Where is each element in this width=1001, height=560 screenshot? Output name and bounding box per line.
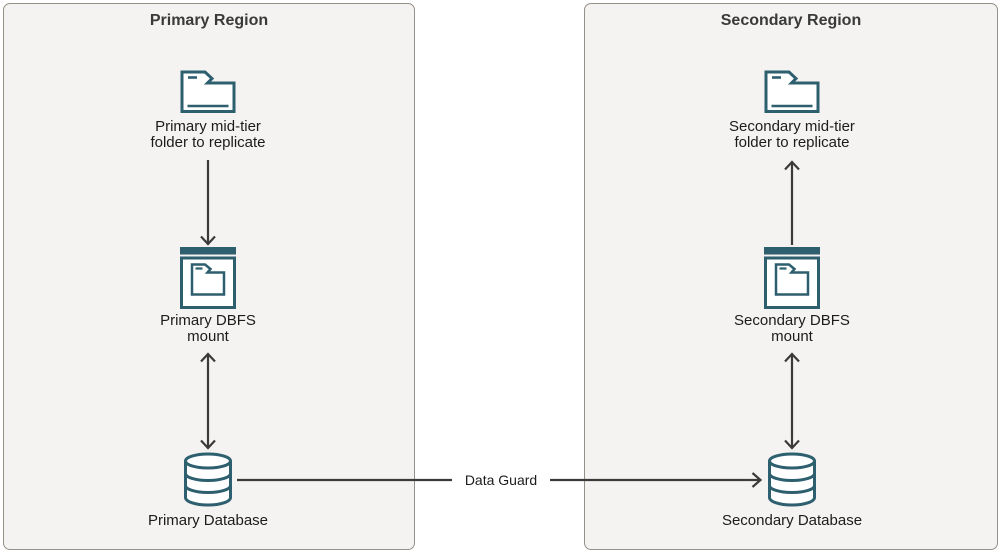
folder-icon — [764, 69, 820, 114]
database-label: Secondary Database — [721, 512, 863, 529]
database-label: Primary Database — [147, 512, 269, 529]
dbfs-window-icon — [180, 247, 236, 309]
dbfs-label-line1: Primary DBFS — [160, 312, 256, 329]
dbfs-label-line2: mount — [771, 328, 813, 345]
folder-label-line1: Secondary mid-tier — [729, 118, 855, 135]
folder-label-line1: Primary mid-tier — [155, 118, 261, 135]
dbfs-label-primary: Primary DBFS mount — [98, 313, 318, 345]
folder-label-primary: Primary mid-tier folder to replicate — [98, 119, 318, 151]
dbfs-label-secondary: Secondary DBFS mount — [682, 313, 902, 345]
folder-label-line2: folder to replicate — [734, 134, 850, 151]
region-title-primary: Primary Region — [149, 12, 269, 29]
database-label-primary: Primary Database — [98, 513, 318, 529]
dbfs-label-line2: mount — [187, 328, 229, 345]
data-guard-label: Data Guard — [464, 472, 538, 488]
database-label-secondary: Secondary Database — [682, 513, 902, 529]
region-title-secondary: Secondary Region — [720, 12, 862, 29]
folder-label-line2: folder to replicate — [150, 134, 266, 151]
database-icon — [766, 451, 818, 508]
database-icon — [182, 451, 234, 508]
dbfs-window-icon — [764, 247, 820, 309]
folder-icon — [180, 69, 236, 114]
dbfs-label-line1: Secondary DBFS — [734, 312, 850, 329]
folder-label-secondary: Secondary mid-tier folder to replicate — [682, 119, 902, 151]
